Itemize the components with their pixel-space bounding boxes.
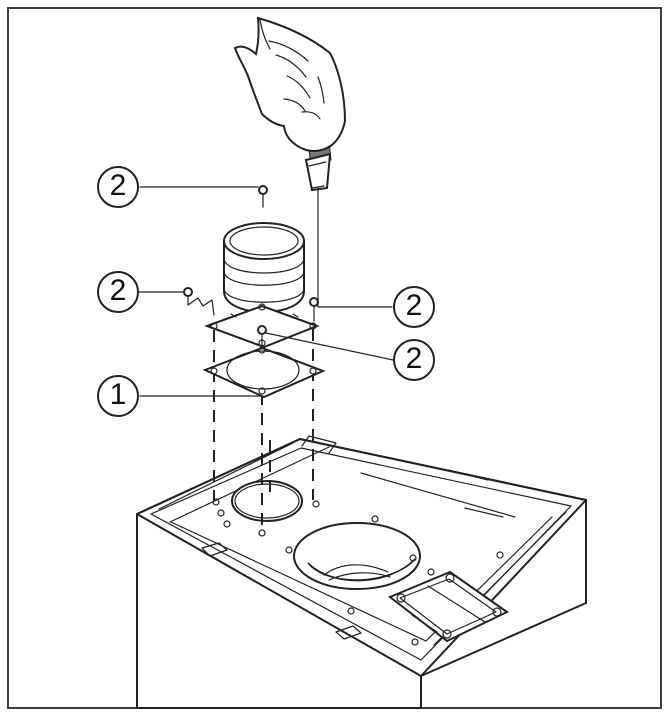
mounting-holes [212, 498, 504, 646]
callout-label: 2 [406, 289, 423, 322]
screw-left [183, 287, 215, 316]
side-slots [201, 469, 504, 640]
flue-openings [231, 480, 421, 590]
hand [233, 16, 347, 152]
callout-leaders [137, 186, 394, 397]
screw-top [258, 185, 268, 208]
callout-label: 2 [110, 169, 127, 202]
callout-2-left: 2 [97, 271, 139, 313]
pipe-adapter [204, 222, 320, 349]
callout-label: 2 [406, 342, 423, 375]
callout-label: 2 [110, 274, 127, 307]
callout-2-top: 2 [97, 166, 139, 208]
screw-lower [257, 325, 267, 350]
screw-right [309, 297, 319, 322]
gasket-flange [202, 346, 326, 399]
service-panel [388, 570, 509, 643]
callout-2-lower: 2 [393, 339, 435, 381]
callout-label: 1 [110, 378, 127, 411]
callout-2-right: 2 [393, 286, 435, 328]
assembly-guides [213, 329, 314, 529]
callout-1: 1 [97, 375, 139, 417]
